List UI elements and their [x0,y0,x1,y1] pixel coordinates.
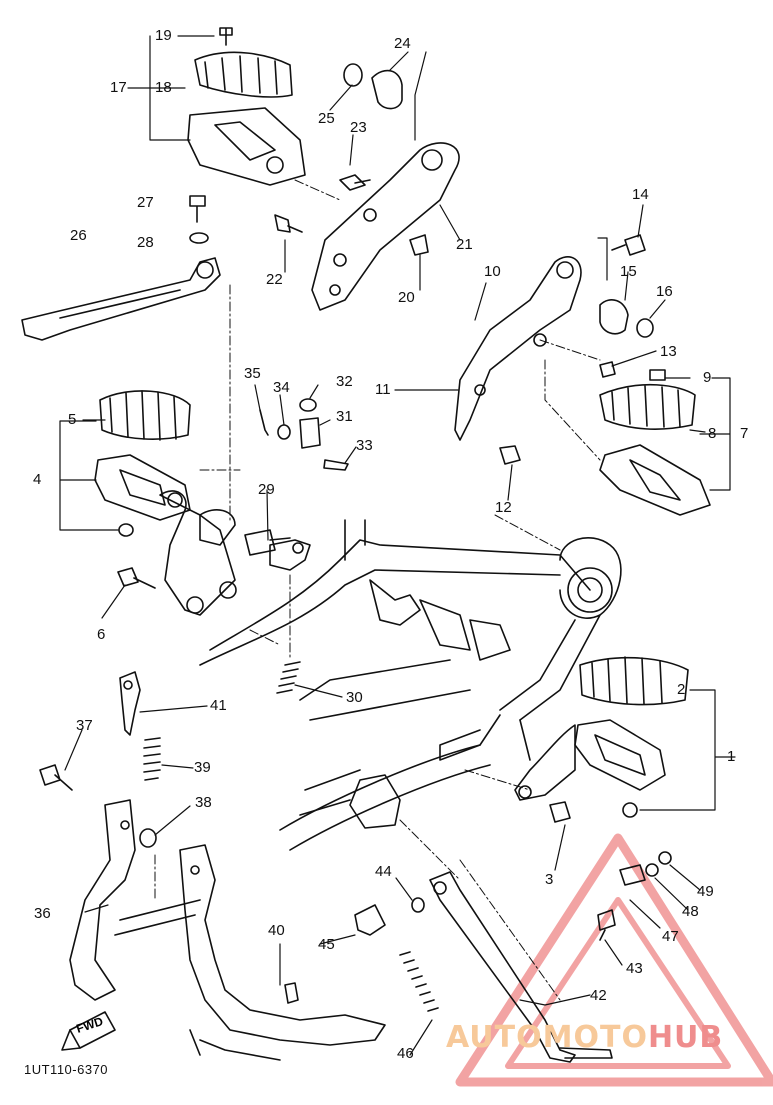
callout-14: 14 [632,186,649,203]
callout-41: 41 [210,697,227,714]
bolts-upper-left [189,195,303,244]
callout-9: 9 [703,369,712,386]
callout-31: 31 [336,408,353,425]
callout-34: 34 [273,379,290,396]
callout-39: 39 [194,759,211,776]
stand-hardware [39,671,161,848]
callout-22: 22 [266,271,283,288]
callout-44: 44 [375,863,392,880]
leader-lines [59,35,736,1056]
callout-18: 18 [155,79,172,96]
callout-16: 16 [656,283,673,300]
callout-48: 48 [682,903,699,920]
main-stand [69,799,386,1061]
left-footrest-assembly [94,390,237,616]
callout-36: 36 [34,905,51,922]
callout-21: 21 [456,236,473,253]
callout-25: 25 [318,110,335,127]
callout-13: 13 [660,343,677,360]
right-footrest-bracket [454,234,711,516]
callout-37: 37 [76,717,93,734]
watermark-middle: MOTO [542,1020,648,1055]
callout-35: 35 [244,365,261,382]
right-passenger-footrest [514,656,689,823]
fwd-arrow [61,1011,116,1051]
callout-24: 24 [394,35,411,52]
callout-11: 11 [375,381,391,398]
callout-30: 30 [346,689,363,706]
callout-3: 3 [545,871,554,888]
callout-40: 40 [268,922,285,939]
callout-20: 20 [398,289,415,306]
rear-left-footrest [187,27,306,186]
callout-42: 42 [590,987,607,1004]
callout-29: 29 [258,481,275,498]
callout-38: 38 [195,794,212,811]
frame [199,519,622,851]
callout-26: 26 [70,227,87,244]
linkage-parts [244,398,349,694]
callout-17: 17 [110,79,127,96]
side-stand [354,851,672,1063]
callout-7: 7 [740,425,749,442]
callout-49: 49 [697,883,714,900]
callout-23: 23 [350,119,367,136]
callout-1: 1 [727,748,736,765]
callout-46: 46 [397,1045,414,1062]
callout-43: 43 [626,960,643,977]
callout-12: 12 [495,499,512,516]
callout-8: 8 [708,425,717,442]
drawing-code: 1UT110-6370 [24,1062,109,1077]
callout-10: 10 [484,263,501,280]
callout-27: 27 [137,194,154,211]
callout-28: 28 [137,234,154,251]
watermark-triangle [455,833,773,1087]
right-rear-bracket [311,63,460,311]
callout-47: 47 [662,928,679,945]
callout-33: 33 [356,437,373,454]
callout-6: 6 [97,626,106,643]
callout-2: 2 [677,681,686,698]
callout-32: 32 [336,373,353,390]
centre-lines [154,179,601,1001]
callout-15: 15 [620,263,637,280]
watermark-prefix: AUTO [446,1020,543,1055]
callout-45: 45 [318,936,335,953]
callout-5: 5 [68,411,77,428]
callout-4: 4 [33,471,42,488]
pedal-lever-26 [21,257,221,341]
callout-19: 19 [155,27,172,44]
watermark-text: AUTOMOTOHUB [446,1020,723,1055]
watermark-suffix: HUB [647,1020,724,1055]
